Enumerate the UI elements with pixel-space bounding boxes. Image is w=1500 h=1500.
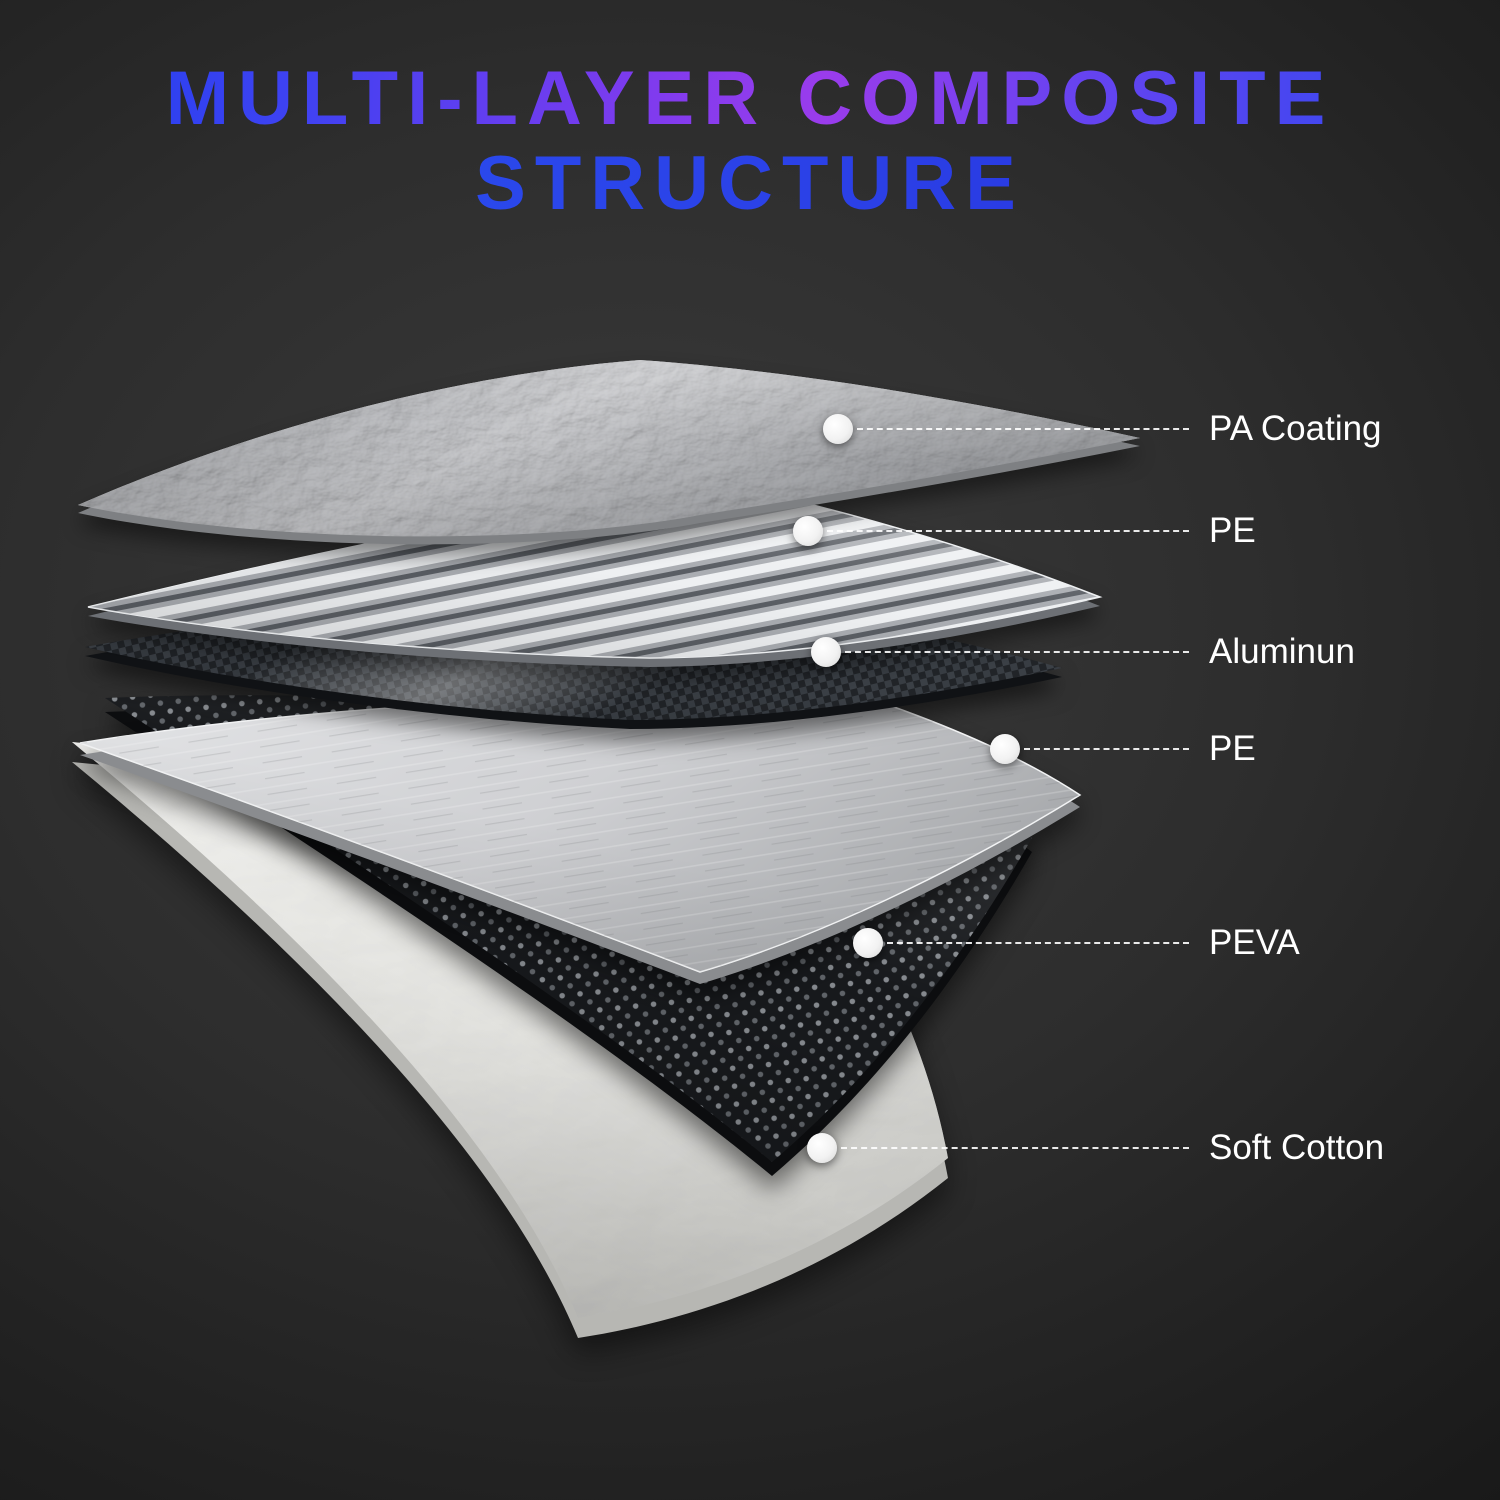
callout-dot [793,516,823,546]
callout-dot [807,1133,837,1163]
callout-line [887,942,1189,944]
layer-pe-upper-shade [88,483,1100,658]
callout-aluminum: Aluminun [811,632,1355,672]
callout-line [1024,748,1189,750]
callout-pe-upper: PE [793,511,1256,551]
layer-pe-lower-shade [80,696,1080,972]
callout-soft-cotton: Soft Cotton [807,1128,1384,1168]
callout-dot [823,414,853,444]
layer-label-peva: PEVA [1209,923,1300,962]
callout-line [827,530,1189,532]
title-line-2: STRUCTURE [0,141,1500,226]
layer-label-pe-lower: PE [1209,729,1256,768]
callout-dot [990,734,1020,764]
callout-dot [853,928,883,958]
callout-dot [811,637,841,667]
layer-label-aluminum: Aluminun [1209,632,1355,671]
layer-pe-upper [87,482,1103,667]
title-line-1: MULTI-LAYER COMPOSITE [0,56,1500,141]
layer-label-soft-cotton: Soft Cotton [1209,1128,1385,1167]
page-title: MULTI-LAYER COMPOSITE STRUCTURE [0,56,1500,226]
layer-pa-coating [78,360,1140,545]
callout-line [841,1147,1189,1149]
callout-pe-lower: PE [990,729,1256,769]
callout-peva: PEVA [853,923,1300,963]
callout-pa-coating: PA Coating [823,409,1382,449]
callout-line [857,428,1189,430]
callout-line [845,651,1189,653]
layer-label-pa-coating: PA Coating [1209,409,1382,448]
layer-pa-coating-shade [78,360,1140,537]
layer-label-pe-upper: PE [1209,511,1256,550]
layer-pe-lower [79,696,1082,984]
